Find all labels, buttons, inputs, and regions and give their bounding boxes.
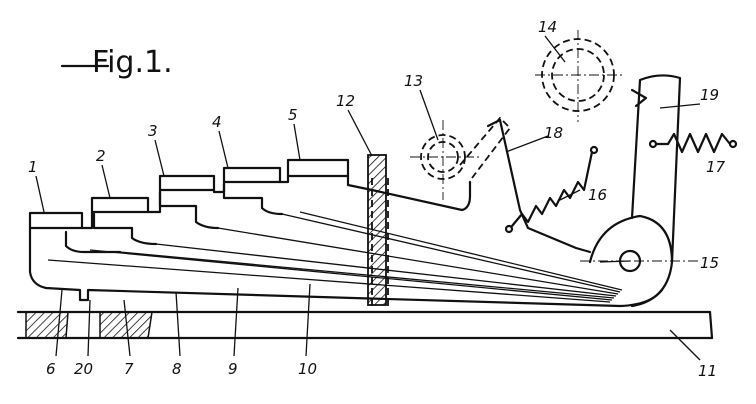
- label-9: 9: [228, 360, 238, 378]
- label-20: 20: [74, 360, 93, 378]
- label-17: 17: [706, 158, 726, 176]
- leader-lines: [35, 35, 701, 361]
- label-15: 15: [700, 254, 719, 272]
- label-18: 18: [544, 124, 563, 142]
- spring-17: [654, 132, 732, 154]
- label-13: 13: [404, 72, 423, 90]
- roller-13: [410, 116, 512, 200]
- stop-pin-12: [367, 154, 387, 306]
- label-6: 6: [46, 360, 56, 378]
- label-7: 7: [124, 360, 134, 378]
- roller-14: [535, 30, 625, 122]
- pivot-assembly: [580, 74, 700, 308]
- label-14: 14: [538, 18, 557, 36]
- label-16: 16: [588, 186, 607, 204]
- label-10: 10: [298, 360, 317, 378]
- base-rail: [16, 310, 714, 340]
- spring-16: [510, 150, 594, 228]
- label-8: 8: [172, 360, 182, 378]
- hatched-section-left: [25, 311, 69, 339]
- key-body: [28, 158, 664, 308]
- label-2: 2: [96, 147, 106, 165]
- label-12: 12: [336, 92, 355, 110]
- hatched-section-right: [99, 311, 153, 339]
- label-3: 3: [148, 122, 158, 140]
- label-5: 5: [288, 106, 298, 124]
- label-4: 4: [212, 113, 222, 131]
- figure-title: Fig.1.: [92, 45, 173, 80]
- label-1: 1: [28, 158, 38, 176]
- label-19: 19: [700, 86, 719, 104]
- label-11: 11: [698, 362, 717, 380]
